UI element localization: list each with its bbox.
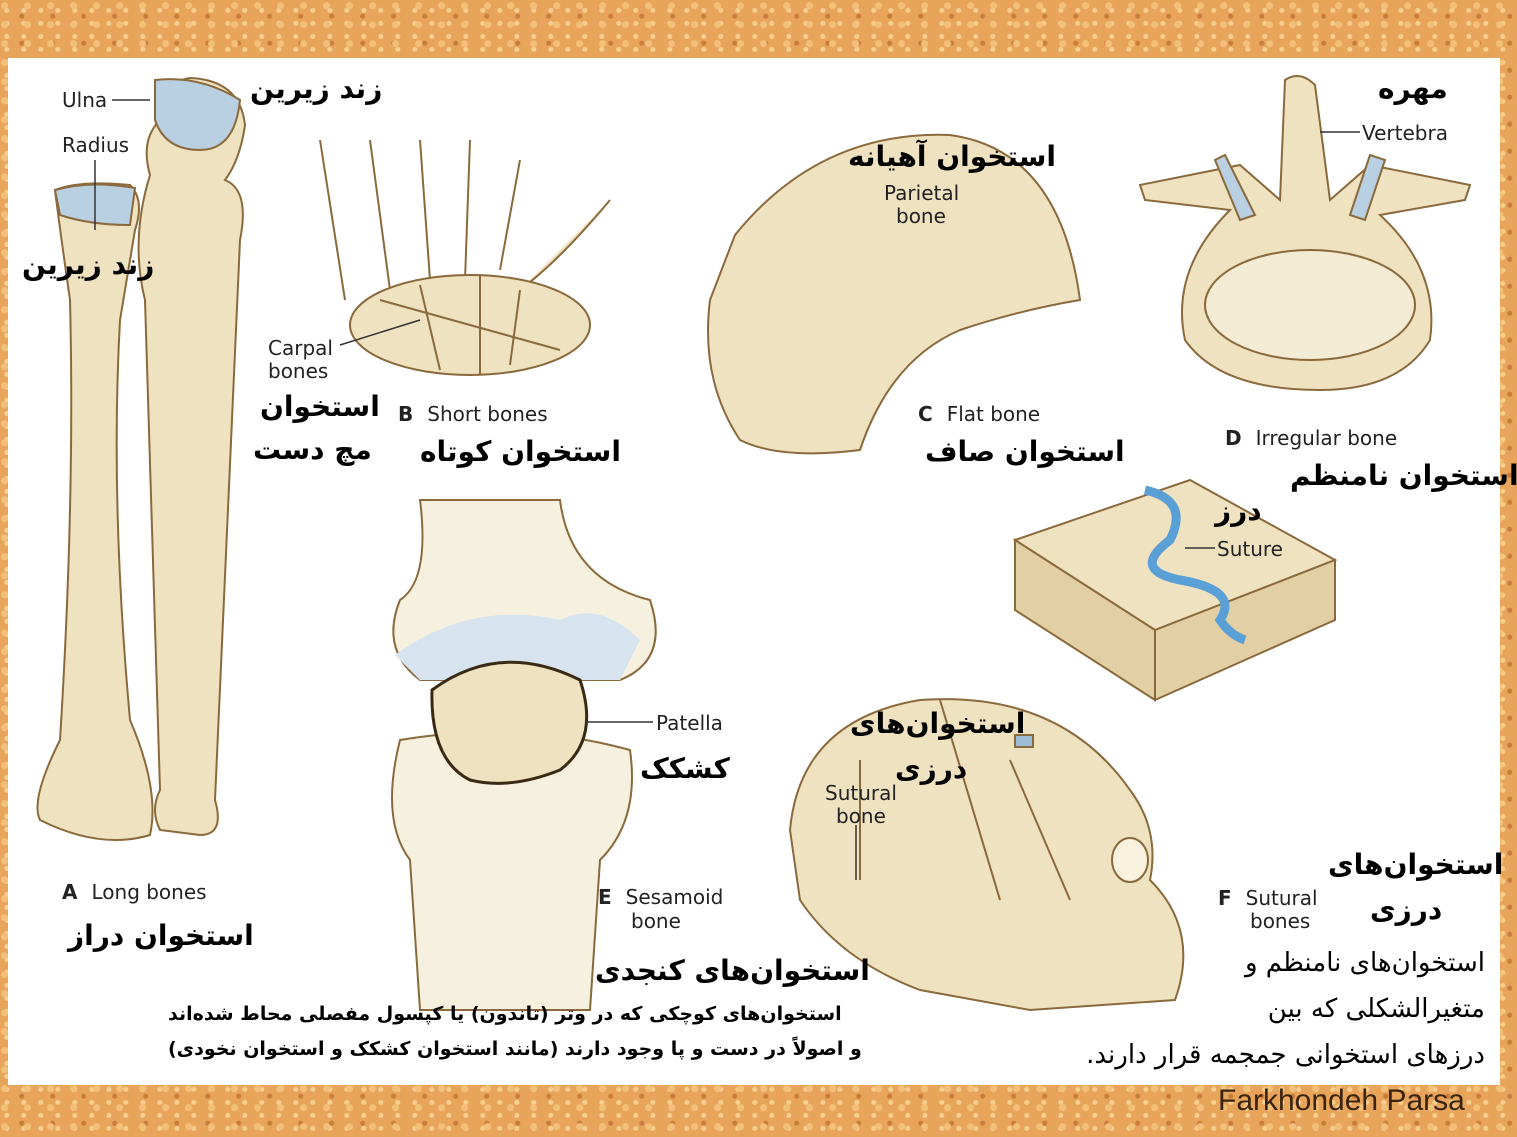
suture-label: Suture bbox=[1217, 537, 1283, 561]
sesamoid-description-2: و اصولاً در دست و پا وجود دارند (مانند ا… bbox=[168, 1038, 862, 1060]
carpal-label-2: bones bbox=[268, 359, 329, 383]
sutural-bone-label-2: bone bbox=[836, 804, 886, 828]
ulna-label: Ulna bbox=[62, 88, 108, 112]
sutural-description-2: متغیرالشکلی که بین bbox=[1267, 994, 1485, 1024]
suture-label-fa: درز bbox=[1215, 494, 1262, 527]
sesamoid-fa: استخوان‌های کنجدی bbox=[595, 954, 870, 987]
long-bones-fa: استخوان دراز bbox=[68, 919, 254, 952]
vertebra-label: Vertebra bbox=[1362, 121, 1448, 145]
patella-label: Patella bbox=[656, 711, 723, 735]
skull-illustration bbox=[788, 698, 1185, 1012]
parietal-label-fa: استخوان آهیانه bbox=[848, 140, 1056, 173]
parietal-illustration bbox=[707, 133, 1082, 455]
sutural-skull-fa-1: استخوان‌های bbox=[850, 707, 1026, 740]
sutural-description-1: استخوان‌های نامنظم و bbox=[1244, 948, 1485, 978]
author-signature: Farkhondeh Parsa bbox=[1218, 1084, 1465, 1117]
radius-illustration bbox=[36, 182, 154, 841]
suture-block-illustration bbox=[1012, 478, 1338, 702]
irregular-bone-fa: استخوان نامنظم bbox=[1290, 459, 1517, 492]
parietal-label-2: bone bbox=[896, 204, 946, 228]
radius-label: Radius bbox=[62, 133, 130, 157]
flat-bone-fa: استخوان صاف bbox=[925, 435, 1125, 468]
ulna-label-fa: زند زیرین bbox=[250, 72, 383, 105]
vertebra-label-fa: مهره bbox=[1378, 72, 1448, 105]
carpal-illustration bbox=[319, 139, 611, 376]
sutural-bones-fa-1: استخوان‌های bbox=[1328, 848, 1504, 881]
patella-label-fa: کشکک bbox=[640, 752, 730, 785]
sutural-description: استخوان‌های نامنظم و متغیرالشکلی که بین … bbox=[1086, 940, 1485, 1078]
sesamoid-caption-2: bone bbox=[631, 909, 681, 933]
radius-label-fa: زند زیرین bbox=[22, 248, 155, 281]
short-bones-fa: استخوان کوتاه bbox=[420, 435, 621, 468]
parietal-label-1: Parietal bbox=[884, 181, 960, 205]
carpal-label-1: Carpal bbox=[268, 336, 333, 360]
sutural-bones-fa-2: درزی bbox=[1370, 893, 1443, 926]
carpal-label-fa-2: مچ دست bbox=[253, 433, 372, 466]
sutural-bone-label-1: Sutural bbox=[825, 781, 897, 805]
sutural-skull-fa-2: درزی bbox=[895, 752, 968, 785]
knee-illustration bbox=[391, 499, 657, 1011]
patella-illustration bbox=[430, 660, 589, 785]
vertebra-illustration bbox=[1138, 75, 1472, 392]
sesamoid-description-1: استخوان‌های کوچکی که در وتر (تاندون) یا … bbox=[168, 1003, 842, 1025]
sutural-description-3: درزهای استخوانی جمجمه قرار دارند. bbox=[1086, 1040, 1485, 1070]
sutural-bones-caption-2: bones bbox=[1250, 909, 1311, 933]
ulna-illustration bbox=[137, 76, 247, 837]
carpal-label-fa-1: استخوان bbox=[260, 390, 380, 423]
